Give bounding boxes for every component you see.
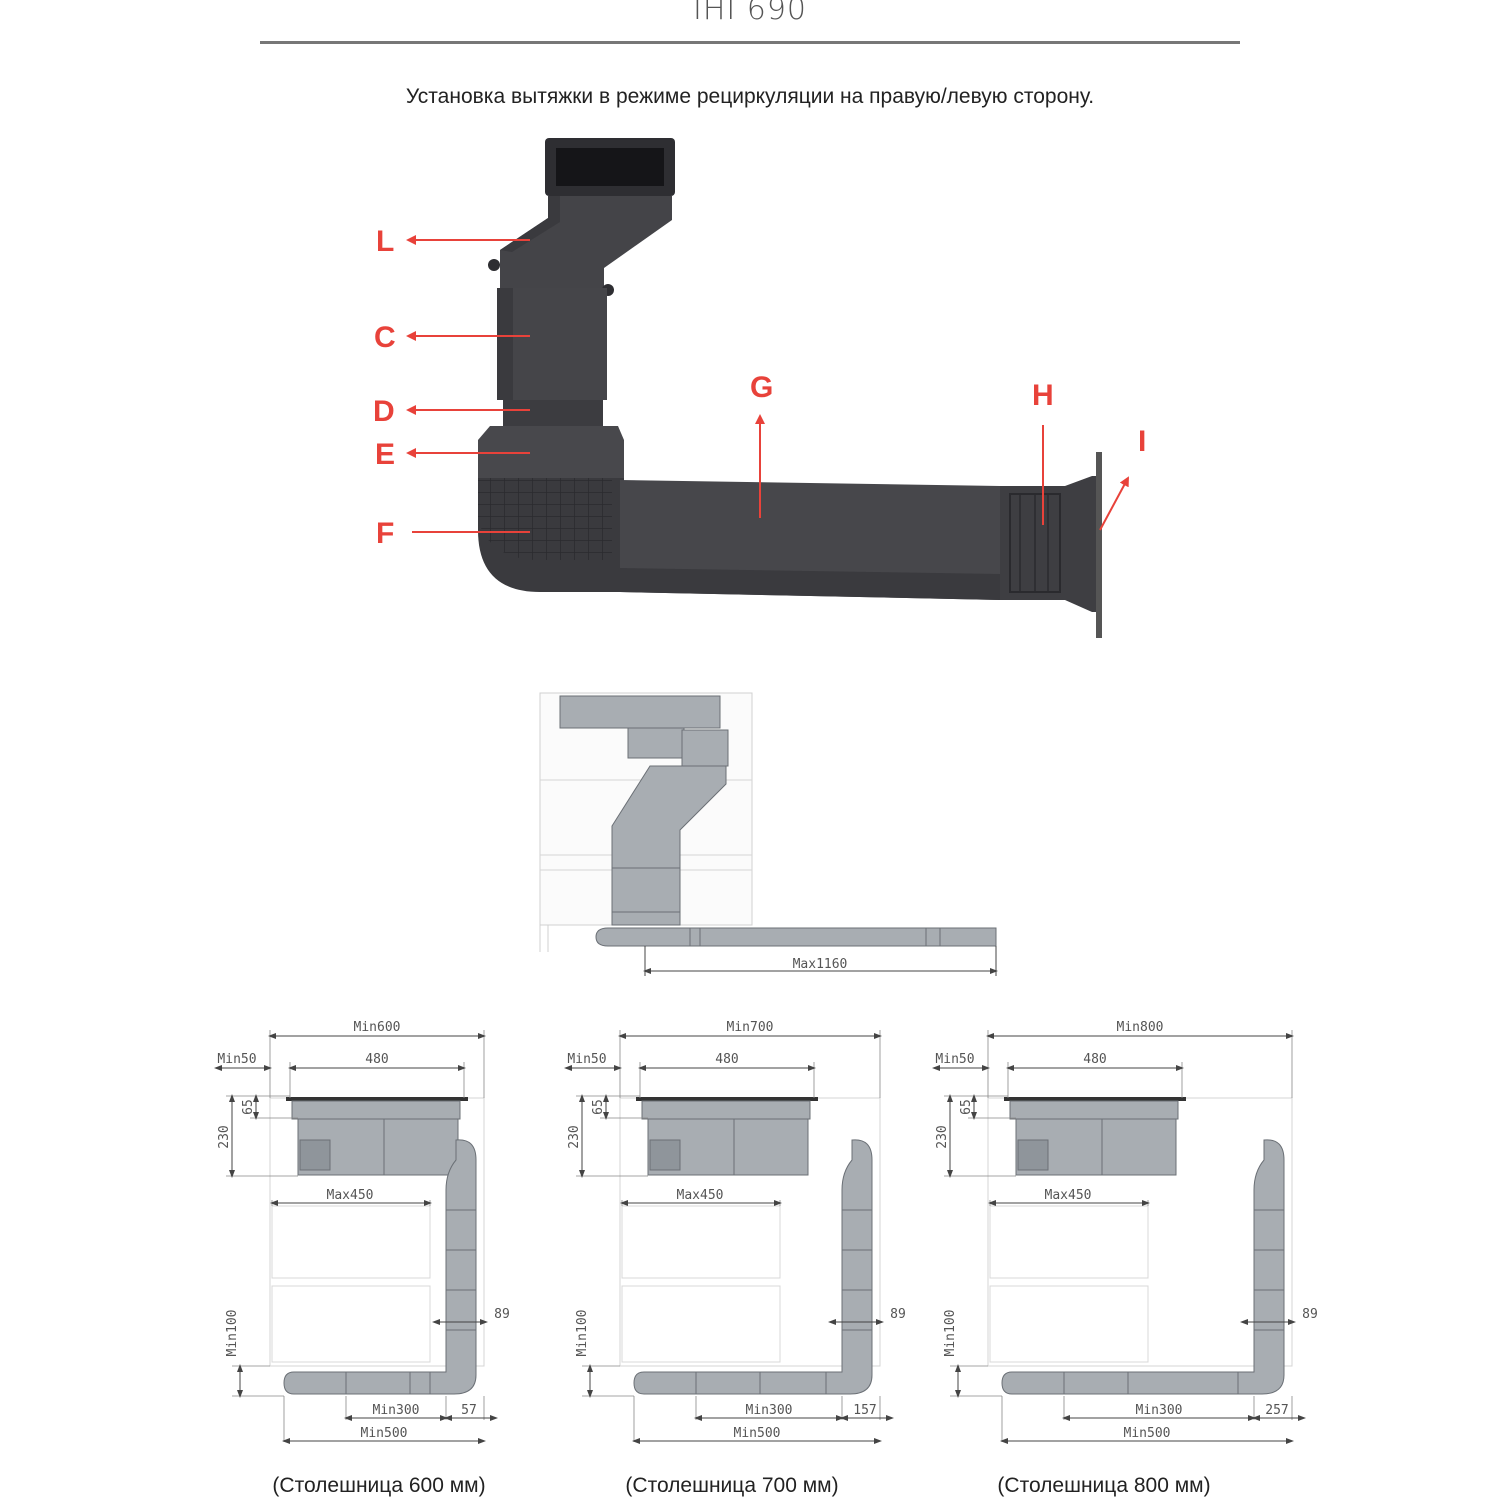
title-divider xyxy=(260,41,1240,44)
side-view-max-length: Max1160 xyxy=(793,957,848,972)
dim-min300: Min300 xyxy=(373,1403,420,1418)
dim-max450: Max450 xyxy=(1045,1188,1092,1203)
dim-offset: 157 xyxy=(853,1403,876,1418)
dim-min_width: Min700 xyxy=(727,1020,774,1035)
dim-min500: Min500 xyxy=(734,1426,781,1441)
dim-min300: Min300 xyxy=(746,1403,793,1418)
dim-min500: Min500 xyxy=(1124,1426,1171,1441)
dim-hob_width: 480 xyxy=(1083,1052,1106,1067)
dim-offset: 257 xyxy=(1265,1403,1288,1418)
page-title: IHI 690 xyxy=(692,0,808,27)
dim-min_width: Min600 xyxy=(354,1020,401,1035)
dim-min300: Min300 xyxy=(1136,1403,1183,1418)
dim-h230: 230 xyxy=(217,1125,232,1148)
side-view-drawing xyxy=(539,692,998,976)
dim-h65: 65 xyxy=(959,1099,974,1115)
callout-G: G xyxy=(750,371,773,404)
dim-d89: 89 xyxy=(494,1307,510,1322)
callout-E: E xyxy=(375,438,395,471)
callout-L: L xyxy=(376,225,394,258)
callout-H: H xyxy=(1032,379,1054,412)
dim-min500: Min500 xyxy=(361,1426,408,1441)
dim-max450: Max450 xyxy=(677,1188,724,1203)
dim-offset: 57 xyxy=(461,1403,477,1418)
dim-h65: 65 xyxy=(241,1099,256,1115)
callout-D: D xyxy=(373,395,395,428)
dim-d89: 89 xyxy=(890,1307,906,1322)
dim-min_width: Min800 xyxy=(1117,1020,1164,1035)
dim-h65: 65 xyxy=(591,1099,606,1115)
callout-C: C xyxy=(374,321,396,354)
dim-hob_width: 480 xyxy=(365,1052,388,1067)
dim-d89: 89 xyxy=(1302,1307,1318,1322)
dim-min100: Min100 xyxy=(943,1310,958,1357)
caption-700: (Столешница 700 мм) xyxy=(625,1474,839,1497)
page-subtitle: Установка вытяжки в режиме рециркуляции … xyxy=(405,85,1095,108)
caption-600: (Столешница 600 мм) xyxy=(272,1474,486,1497)
dim-h230: 230 xyxy=(935,1125,950,1148)
duct-assembly xyxy=(478,138,1102,638)
dim-hob_width: 480 xyxy=(715,1052,738,1067)
dim-max450: Max450 xyxy=(327,1188,374,1203)
dim-h230: 230 xyxy=(567,1125,582,1148)
dim-min50: Min50 xyxy=(217,1052,256,1067)
caption-800: (Столешница 800 мм) xyxy=(997,1474,1211,1497)
callout-F: F xyxy=(376,517,394,550)
dim-min100: Min100 xyxy=(225,1310,240,1357)
dim-min100: Min100 xyxy=(575,1310,590,1357)
callout-I: I xyxy=(1138,425,1146,458)
callout-arrows xyxy=(406,235,1129,533)
dim-min50: Min50 xyxy=(935,1052,974,1067)
dim-min50: Min50 xyxy=(567,1052,606,1067)
